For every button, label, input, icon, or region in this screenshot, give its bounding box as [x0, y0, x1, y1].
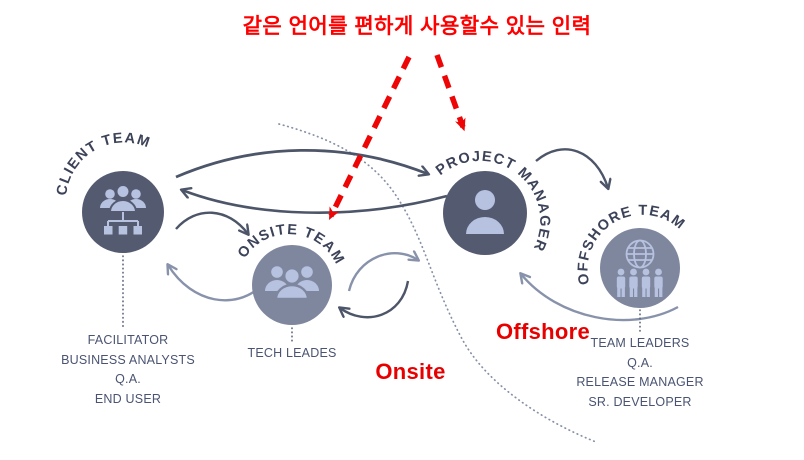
onsite-zone-label: Onsite: [375, 359, 446, 384]
node-client-team: CLIENT TEAM: [54, 130, 164, 253]
arrow-offshore-to-pm: [521, 274, 679, 322]
client-pm-arrows: [175, 148, 448, 214]
onsite-pm-cycle-arrows: [340, 253, 418, 319]
arrow-client-to-pm: [175, 148, 428, 179]
person-icon: [466, 190, 504, 234]
red-dashed-arrow-to-pm: [434, 54, 466, 132]
arrow-pm-to-client: [182, 190, 448, 214]
role-item: END USER: [94, 391, 162, 406]
people-row: [616, 268, 663, 297]
diagram-title: 같은 언어를 편하게 사용할수 있는 인력: [242, 15, 592, 38]
onsite-roles-list: TECH LEADES: [217, 344, 367, 364]
red-dashed-arrow-to-onsite: [328, 55, 412, 221]
node-onsite-team: ONSITE TEAM: [235, 222, 346, 325]
arrow-pm-to-offshore: [535, 148, 608, 188]
role-item: BUSINESS ANALYSTS: [61, 352, 195, 367]
role-item: Q.A.: [115, 372, 141, 386]
offshore-roles-list: TEAM LEADERS Q.A. RELEASE MANAGER SR. DE…: [545, 334, 735, 412]
arrow-onsite-to-client: [168, 265, 261, 302]
project-manager-circle: [443, 171, 527, 255]
role-item: Q.A.: [627, 355, 653, 370]
annotation-arrows: [328, 54, 466, 221]
arrow-onsite-to-pm: [347, 253, 418, 292]
org-chart-team-icon: [100, 184, 146, 235]
node-project-manager: PROJECT MANAGER: [433, 149, 551, 255]
client-roles-list: FACILITATOR BUSINESS ANALYSTS Q.A. END U…: [28, 331, 228, 409]
role-item: RELEASE MANAGER: [576, 375, 704, 389]
pm-offshore-cycle-arrows: [521, 148, 679, 322]
people-group-icon: [265, 266, 319, 301]
role-item: FACILITATOR: [87, 333, 169, 347]
offshore-zone-label: Offshore: [495, 319, 591, 344]
role-item: SR. DEVELOPER: [588, 394, 692, 409]
client-onsite-cycle-arrows: [168, 211, 261, 302]
arrow-pm-to-onsite: [340, 280, 410, 319]
role-item: TECH LEADES: [247, 346, 337, 360]
role-item: TEAM LEADERS: [590, 336, 690, 350]
role-list-connectors: [122, 255, 641, 343]
node-offshore-team: OFFSHORE TEAM: [575, 203, 687, 308]
globe-people-icon: [616, 239, 663, 297]
arrow-client-to-onsite: [175, 211, 248, 234]
